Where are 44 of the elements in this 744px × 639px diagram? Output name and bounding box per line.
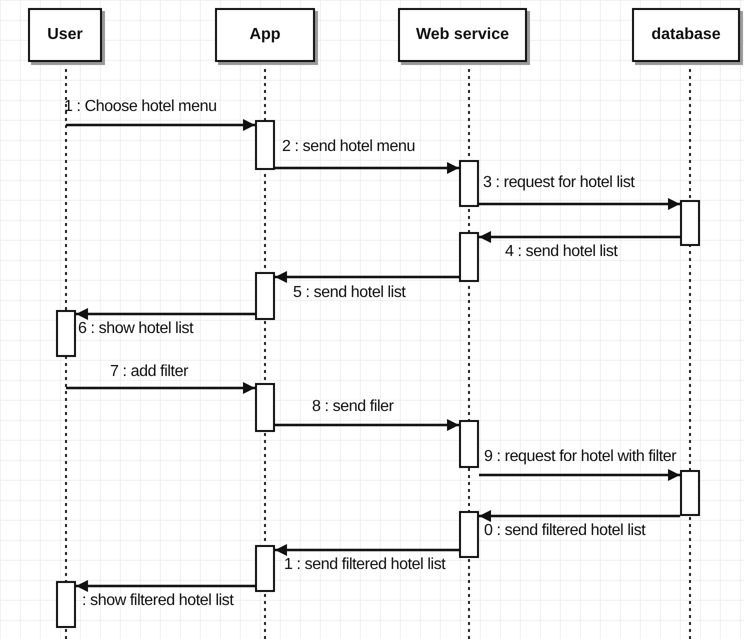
activation-bar: [255, 383, 275, 432]
participant-name: database: [651, 26, 721, 44]
message-label: 0 : send filtered hotel list: [484, 522, 646, 540]
activation-bar: [56, 310, 76, 357]
message-label: 6 : show hotel list: [78, 320, 194, 338]
activation-bar: [255, 545, 275, 592]
message-arrow: [479, 198, 680, 210]
message-arrow: [275, 271, 459, 283]
message-label: 2 : send hotel menu: [282, 138, 415, 156]
message-label: 8 : send filer: [312, 398, 394, 416]
message-arrow: [66, 382, 255, 394]
participant-box: [632, 8, 740, 62]
activation-bar: [680, 200, 700, 246]
activation-bar: [680, 470, 700, 516]
message-label: 1 : send filtered hotel list: [284, 556, 446, 574]
participant-box: [215, 8, 315, 62]
message-label: 9 : request for hotel with filter: [484, 448, 676, 466]
participant-name: App: [249, 26, 281, 44]
activation-bar: [255, 272, 275, 320]
message-arrow: [275, 544, 459, 556]
message-label: 1 : Choose hotel menu: [64, 98, 217, 116]
message-arrow: [66, 119, 255, 131]
message-arrow: [479, 469, 680, 481]
message-arrow: [479, 510, 680, 522]
activation-bar: [459, 511, 479, 558]
message-label: : show filtered hotel list: [82, 592, 234, 610]
message-arrow: [275, 419, 459, 431]
activation-bar: [459, 420, 479, 468]
participant-name: Web service: [416, 26, 510, 44]
message-label: 3 : request for hotel list: [483, 174, 634, 192]
message-arrow: [76, 308, 255, 320]
message-arrow: [479, 231, 680, 243]
activation-bar: [255, 120, 275, 170]
message-label: 7 : add filter: [110, 363, 188, 381]
activation-bar: [56, 581, 76, 628]
activation-bar: [459, 232, 479, 282]
participant-box: [398, 8, 527, 62]
message-label: 5 : send hotel list: [293, 284, 406, 302]
message-arrow: [76, 580, 255, 592]
participant-box: [28, 8, 102, 62]
activation-bar: [459, 160, 479, 207]
message-arrow: [275, 162, 459, 174]
participant-name: User: [47, 26, 83, 44]
message-label: 4 : send hotel list: [505, 243, 618, 261]
